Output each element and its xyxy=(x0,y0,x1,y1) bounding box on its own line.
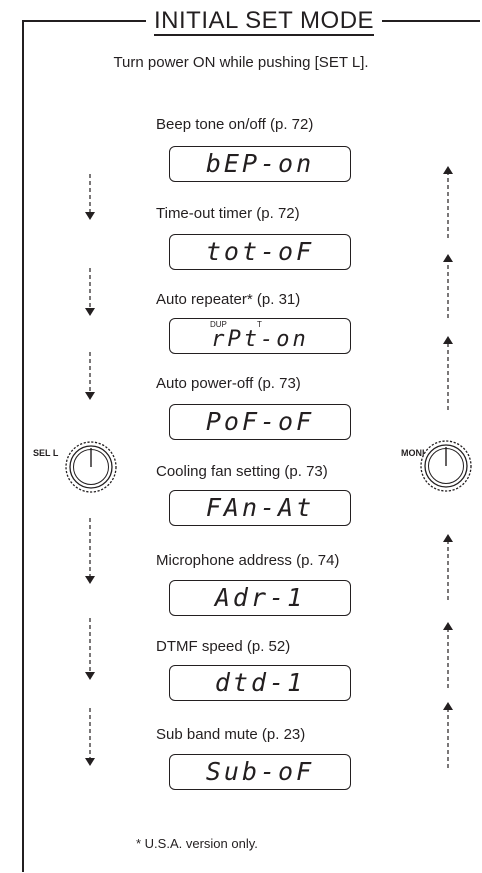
section-title: INITIAL SET MODE xyxy=(146,6,383,36)
lcd-text-auto-repeater: rPt-on xyxy=(211,327,309,352)
lcd-text-auto-power-off: PoF-oF xyxy=(205,407,315,436)
moni-knob-icon xyxy=(420,440,472,492)
lcd-indicator-t: T xyxy=(257,320,262,329)
step-label-auto-repeater: Auto repeater* (p. 31) xyxy=(156,291,301,308)
step-label-cooling-fan: Cooling fan setting (p. 73) xyxy=(156,463,328,480)
lcd-text-microphone-address: Adr-1 xyxy=(214,583,306,612)
section-title-underline xyxy=(154,34,375,36)
step-label-beep-tone: Beep tone on/off (p. 72) xyxy=(156,116,314,133)
lcd-text-timeout-timer: tot-oF xyxy=(205,237,315,266)
instruction-text: Turn power ON while pushing [SET L]. xyxy=(113,54,369,71)
knob-label-sel-l: SEL L xyxy=(33,448,59,458)
step-label-timeout-timer: Time-out timer (p. 72) xyxy=(156,205,300,222)
lcd-display-timeout-timer: tot-oF xyxy=(169,234,351,270)
lcd-display-auto-repeater: DUP T rPt-on xyxy=(169,318,351,354)
lcd-text-cooling-fan: FAn-At xyxy=(205,493,315,522)
sel-l-knob-icon xyxy=(65,441,117,493)
knob-label-moni: MONI xyxy=(401,448,425,458)
footnote: * U.S.A. version only. xyxy=(136,836,258,851)
lcd-text-beep-tone: bEP-on xyxy=(205,149,315,178)
step-label-microphone-address: Microphone address (p. 74) xyxy=(156,552,340,569)
frame-left-line xyxy=(22,20,24,872)
lcd-display-cooling-fan: FAn-At xyxy=(169,490,351,526)
lcd-text-dtmf-speed: dtd-1 xyxy=(214,668,306,697)
lcd-display-beep-tone: bEP-on xyxy=(169,146,351,182)
lcd-display-microphone-address: Adr-1 xyxy=(169,580,351,616)
lcd-display-auto-power-off: PoF-oF xyxy=(169,404,351,440)
lcd-indicator-dup: DUP xyxy=(210,320,227,329)
lcd-text-sub-band-mute: Sub-oF xyxy=(205,757,315,786)
step-label-sub-band-mute: Sub band mute (p. 23) xyxy=(156,726,306,743)
lcd-display-dtmf-speed: dtd-1 xyxy=(169,665,351,701)
step-label-auto-power-off: Auto power-off (p. 73) xyxy=(156,375,301,392)
step-label-dtmf-speed: DTMF speed (p. 52) xyxy=(156,638,291,655)
section-title-text: INITIAL SET MODE xyxy=(154,7,375,34)
lcd-display-sub-band-mute: Sub-oF xyxy=(169,754,351,790)
